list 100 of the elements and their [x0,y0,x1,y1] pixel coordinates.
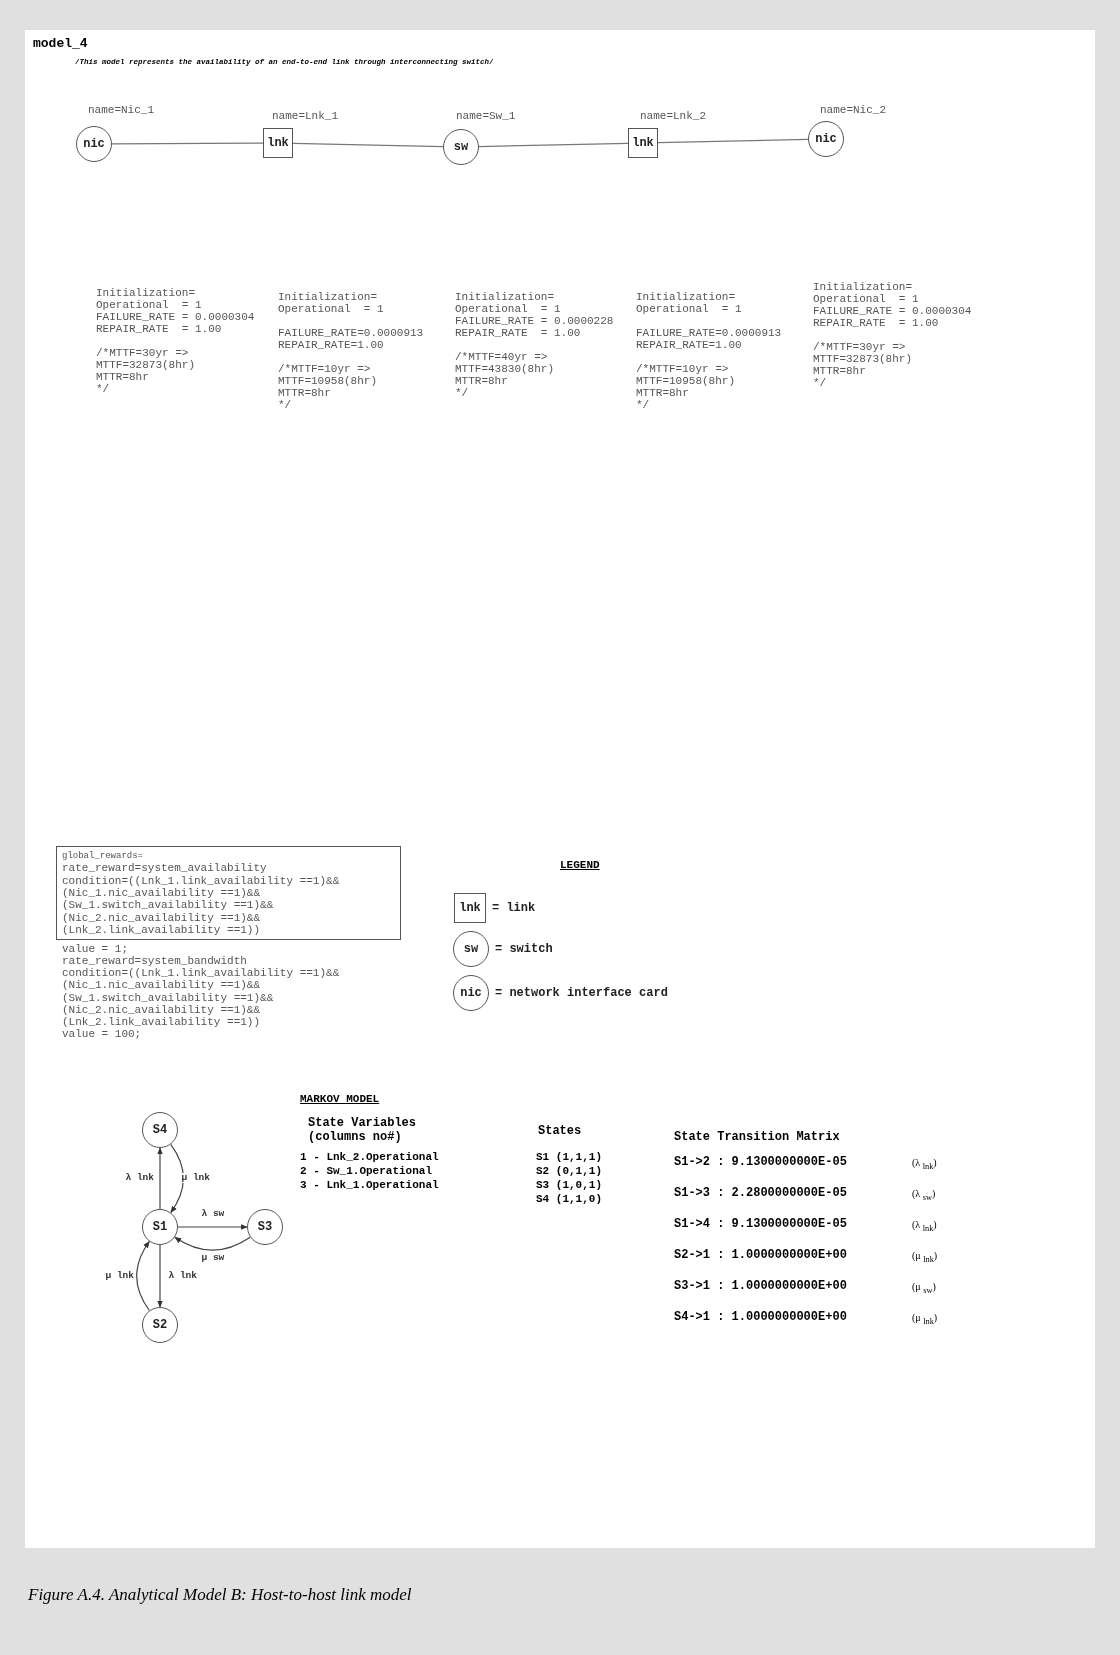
name-label: name=Lnk_2 [640,110,706,122]
connector-line [478,142,629,148]
init-text-line: MTTF=43830(8hr) [455,363,555,375]
rate-symbol: (μ $_{lnk}$) [912,1249,938,1266]
rate-symbol: (λ $_{lnk}$) [912,1156,937,1173]
table-text: S1->2 : 9.1300000000E-05 [674,1155,847,1169]
rate-symbol: (μ $_{lnk}$) [912,1311,938,1328]
code-line: (Nic_1.nic_availability ==1)&& [62,886,261,899]
code-line: rate_reward=system_availability [62,862,267,875]
legend-text: = network interface card [495,986,668,1000]
connector-line [292,142,444,148]
connector-line [657,138,809,144]
code-line: condition=((Lnk_1.link_availability ==1)&& [62,874,340,887]
table-text: S1 (1,1,1) [536,1151,602,1164]
init-text-line: MTTR=8hr [813,365,866,377]
table-text: State Transition Matrix [674,1130,840,1144]
table-text: S4->1 : 1.0000000000E+00 [674,1310,847,1324]
code-line: (Nic_2.nic_availability ==1)&& [62,1004,261,1016]
section-heading: MARKOV MODEL [300,1092,380,1106]
init-text-line: Operational = 1 [96,299,202,311]
code-line: rate_reward=system_bandwidth [62,955,247,967]
code-line: (Sw_1.switch_availability ==1)&& [62,899,274,912]
legend-text: = switch [495,942,553,956]
init-text-line: FAILURE_RATE = 0.0000304 [813,305,972,317]
table-text: S1->3 : 2.2800000000E-05 [674,1186,847,1200]
init-text-line: */ [278,399,292,411]
code-line: (Lnk_2.link_availability ==1)) [62,923,261,936]
init-text-line: MTTR=8hr [636,387,689,399]
init-text-line: FAILURE_RATE = 0.0000228 [455,315,614,327]
init-text-line: FAILURE_RATE=0.0000913 [278,327,424,339]
edge-label: λ lnk [125,1173,154,1183]
component-box: lnk [263,128,293,158]
init-text-line: /*MTTF=30yr => [813,341,906,353]
name-label: name=Lnk_1 [272,110,338,122]
edge-label: μ lnk [181,1173,210,1183]
code-line: global_rewards= [62,850,143,862]
init-text-line: FAILURE_RATE=0.0000913 [636,327,782,339]
figure-caption: Figure A.4. Analytical Model B: Host-to-host link model [28,1585,412,1605]
code-box [56,846,401,940]
name-label: name=Sw_1 [456,110,516,122]
transition-arrow [157,1147,163,1210]
code-line: (Nic_2.nic_availability ==1)&& [62,911,261,924]
init-text-line: FAILURE_RATE = 0.0000304 [96,311,255,323]
table-text: S4 (1,1,0) [536,1193,602,1206]
table-text: (columns no#) [308,1130,402,1144]
transition-arrow [174,1236,251,1251]
init-text-line: Operational = 1 [636,303,742,315]
table-text: State Variables [308,1116,417,1130]
init-text-line: Initialization= [813,281,913,293]
component-box: lnk [454,893,486,923]
init-text-line: REPAIR_RATE = 1.00 [96,323,222,335]
init-text-line: /*MTTF=30yr => [96,347,189,359]
legend-text: = link [492,901,536,915]
table-text: S1->4 : 9.1300000000E-05 [674,1217,847,1231]
rate-symbol: (μ $_{sw}$) [912,1280,936,1297]
transition-arrow [136,1240,150,1312]
connector-line [111,142,264,145]
init-text-line: MTTF=10958(8hr) [278,375,378,387]
edge-label: λ sw [201,1209,225,1219]
edge-label: μ sw [201,1253,225,1263]
code-line: value = 100; [62,1028,142,1040]
table-text: S3 (1,0,1) [536,1179,602,1192]
code-line: (Sw_1.switch_availability ==1)&& [62,992,274,1004]
edge-label: μ lnk [105,1271,134,1281]
init-text-line: MTTF=32873(8hr) [813,353,913,365]
table-text: S3->1 : 1.0000000000E+00 [674,1279,847,1293]
init-text-line: Operational = 1 [278,303,384,315]
transition-arrow [170,1143,184,1214]
init-text-line: */ [636,399,650,411]
rate-symbol: (λ $_{lnk}$) [912,1218,937,1235]
init-text-line: /*MTTF=40yr => [455,351,548,363]
init-text-line: MTTR=8hr [96,371,149,383]
table-text: 1 - Lnk_2.Operational [300,1151,439,1164]
init-text-line: REPAIR_RATE=1.00 [636,339,742,351]
init-text-line: /*MTTF=10yr => [636,363,729,375]
init-text-line: */ [455,387,469,399]
component-box: lnk [628,128,658,158]
code-line: (Lnk_2.link_availability ==1)) [62,1016,261,1028]
name-label: name=Nic_1 [88,104,154,116]
table-text: 2 - Sw_1.Operational [300,1165,433,1178]
diagram-title: model_4 [33,36,88,51]
table-text: 3 - Lnk_1.Operational [300,1179,439,1192]
init-text-line: MTTF=10958(8hr) [636,375,736,387]
transition-arrow [177,1224,248,1230]
init-text-line: REPAIR_RATE=1.00 [278,339,384,351]
init-text-line: */ [96,383,110,395]
init-text-line: Initialization= [278,291,378,303]
init-text-line: /*MTTF=10yr => [278,363,371,375]
section-heading: LEGEND [560,858,600,872]
code-line: condition=((Lnk_1.link_availability ==1)&& [62,967,340,979]
init-text-line: */ [813,377,827,389]
init-text-line: REPAIR_RATE = 1.00 [813,317,939,329]
table-text: States [538,1124,582,1138]
init-text-line: Operational = 1 [813,293,919,305]
rate-symbol: (λ $_{sw}$) [912,1187,936,1204]
transition-arrow [157,1244,163,1308]
init-text-line: Initialization= [455,291,555,303]
init-text-line: MTTF=32873(8hr) [96,359,196,371]
init-text-line: MTTR=8hr [278,387,331,399]
edge-label: λ lnk [168,1271,197,1281]
